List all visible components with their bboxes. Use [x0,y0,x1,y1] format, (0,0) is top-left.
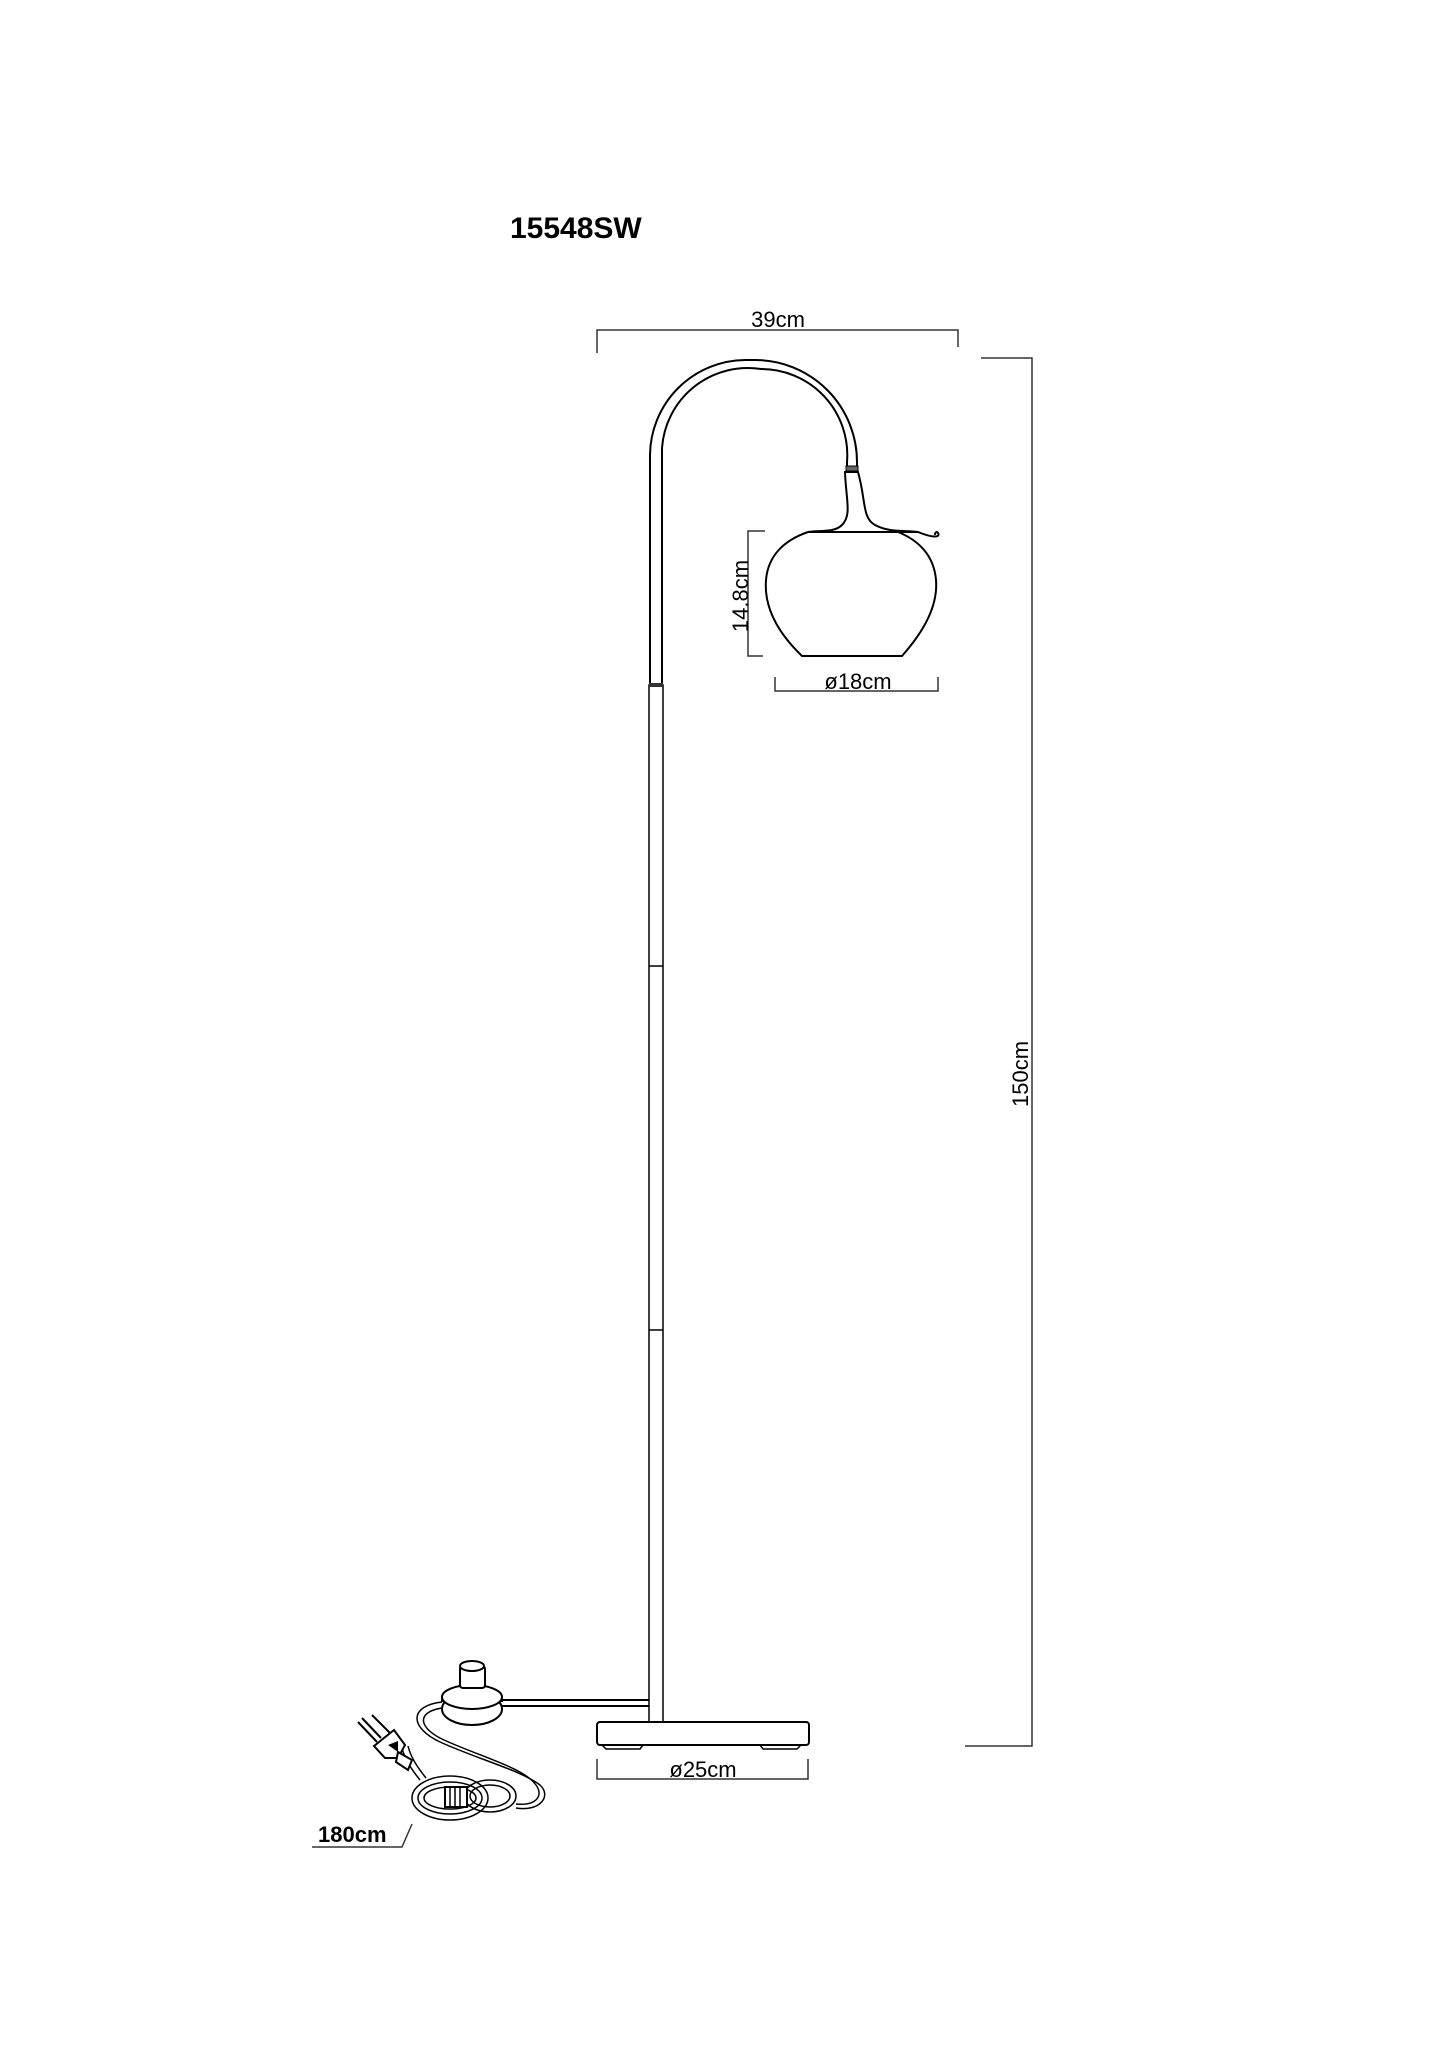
shade-height-dimension: 14.8cm [728,530,765,657]
foot-switch [441,1660,649,1726]
shade-diameter-label: ø18cm [824,669,891,694]
cable-length-label: 180cm [318,1822,387,1847]
shade-height-label: 14.8cm [728,560,753,632]
glass-shade [764,471,940,657]
euro-plug-icon [357,1714,414,1772]
pole [639,683,673,1731]
model-number: 15548SW [510,212,642,245]
round-base [596,1721,810,1750]
base-diameter-label: ø25cm [669,1757,736,1782]
width-label: 39cm [751,307,805,332]
arched-arm [649,359,859,685]
height-dimension: 150cm [965,357,1033,1747]
power-cable [401,1701,546,1821]
height-label: 150cm [1008,1041,1033,1107]
shade-diameter-dimension: ø18cm [774,669,939,694]
width-dimension: 39cm [596,307,959,353]
base-diameter-dimension: ø25cm [596,1757,809,1782]
cable-length-dimension: 180cm [312,1822,413,1848]
